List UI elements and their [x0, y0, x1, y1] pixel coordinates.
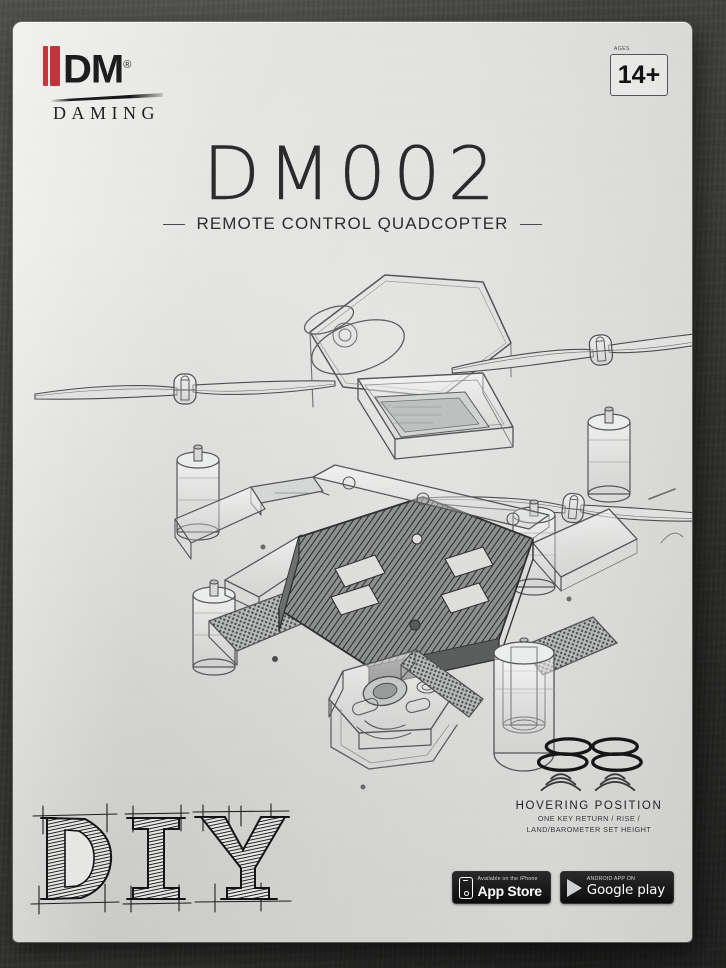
- registered-trademark-icon: ®: [123, 59, 131, 71]
- logo-dm-text: DM®: [63, 46, 131, 92]
- app-store-badges: Available on the iPhone App Store ANDROI…: [451, 871, 674, 904]
- hovering-position-title: HOVERING POSITION: [515, 800, 663, 812]
- iphone-icon: [458, 876, 473, 899]
- product-subtitle-row: REMOTE CONTROL QUADCOPTER: [13, 214, 692, 234]
- age-rating-label: AGES: [614, 46, 630, 52]
- product-box: DM® DAMING AGES 14+ DM002 REMOTE CONTROL…: [13, 22, 692, 942]
- google-play-small-text: ANDROID APP ON: [586, 876, 636, 883]
- app-store-big-text: App Store: [477, 882, 543, 899]
- google-play-icon: [566, 878, 582, 897]
- brand-company-name: DAMING: [53, 103, 160, 123]
- diy-sketch-graphic: [21, 800, 301, 920]
- google-play-big-text: Google play: [586, 882, 665, 899]
- age-rating-badge: AGES 14+: [610, 46, 668, 96]
- logo-mark: DM®: [43, 46, 243, 92]
- app-store-badge[interactable]: Available on the iPhone App Store: [451, 871, 551, 904]
- product-subtitle: REMOTE CONTROL QUADCOPTER: [196, 214, 509, 233]
- hovering-position-feature: HOVERING POSITION ONE KEY RETURN / RISE …: [504, 734, 674, 834]
- logo-dm-letters: DM: [63, 47, 124, 92]
- brand-logo: DM® DAMING: [43, 46, 243, 124]
- product-title: DM002: [202, 132, 503, 217]
- age-rating-value: 14+: [617, 60, 661, 89]
- hovering-quadcopter-icon: [537, 737, 643, 792]
- google-play-badge[interactable]: ANDROID APP ON Google play: [559, 871, 674, 904]
- logo-swoosh-icon: [51, 93, 163, 102]
- subtitle-dash-right: [519, 223, 542, 225]
- subtitle-dash-left: [163, 223, 186, 225]
- logo-red-bar-thin: [43, 46, 48, 86]
- logo-red-bar-thick: [50, 46, 60, 86]
- hovering-position-line2: LAND/BAROMETER SET HEIGHT: [526, 825, 652, 834]
- hovering-position-line1: ONE KEY RETURN / RISE /: [537, 814, 641, 823]
- app-store-small-text: Available on the iPhone: [477, 876, 538, 883]
- quadcopter-exploded-illustration: [13, 247, 692, 792]
